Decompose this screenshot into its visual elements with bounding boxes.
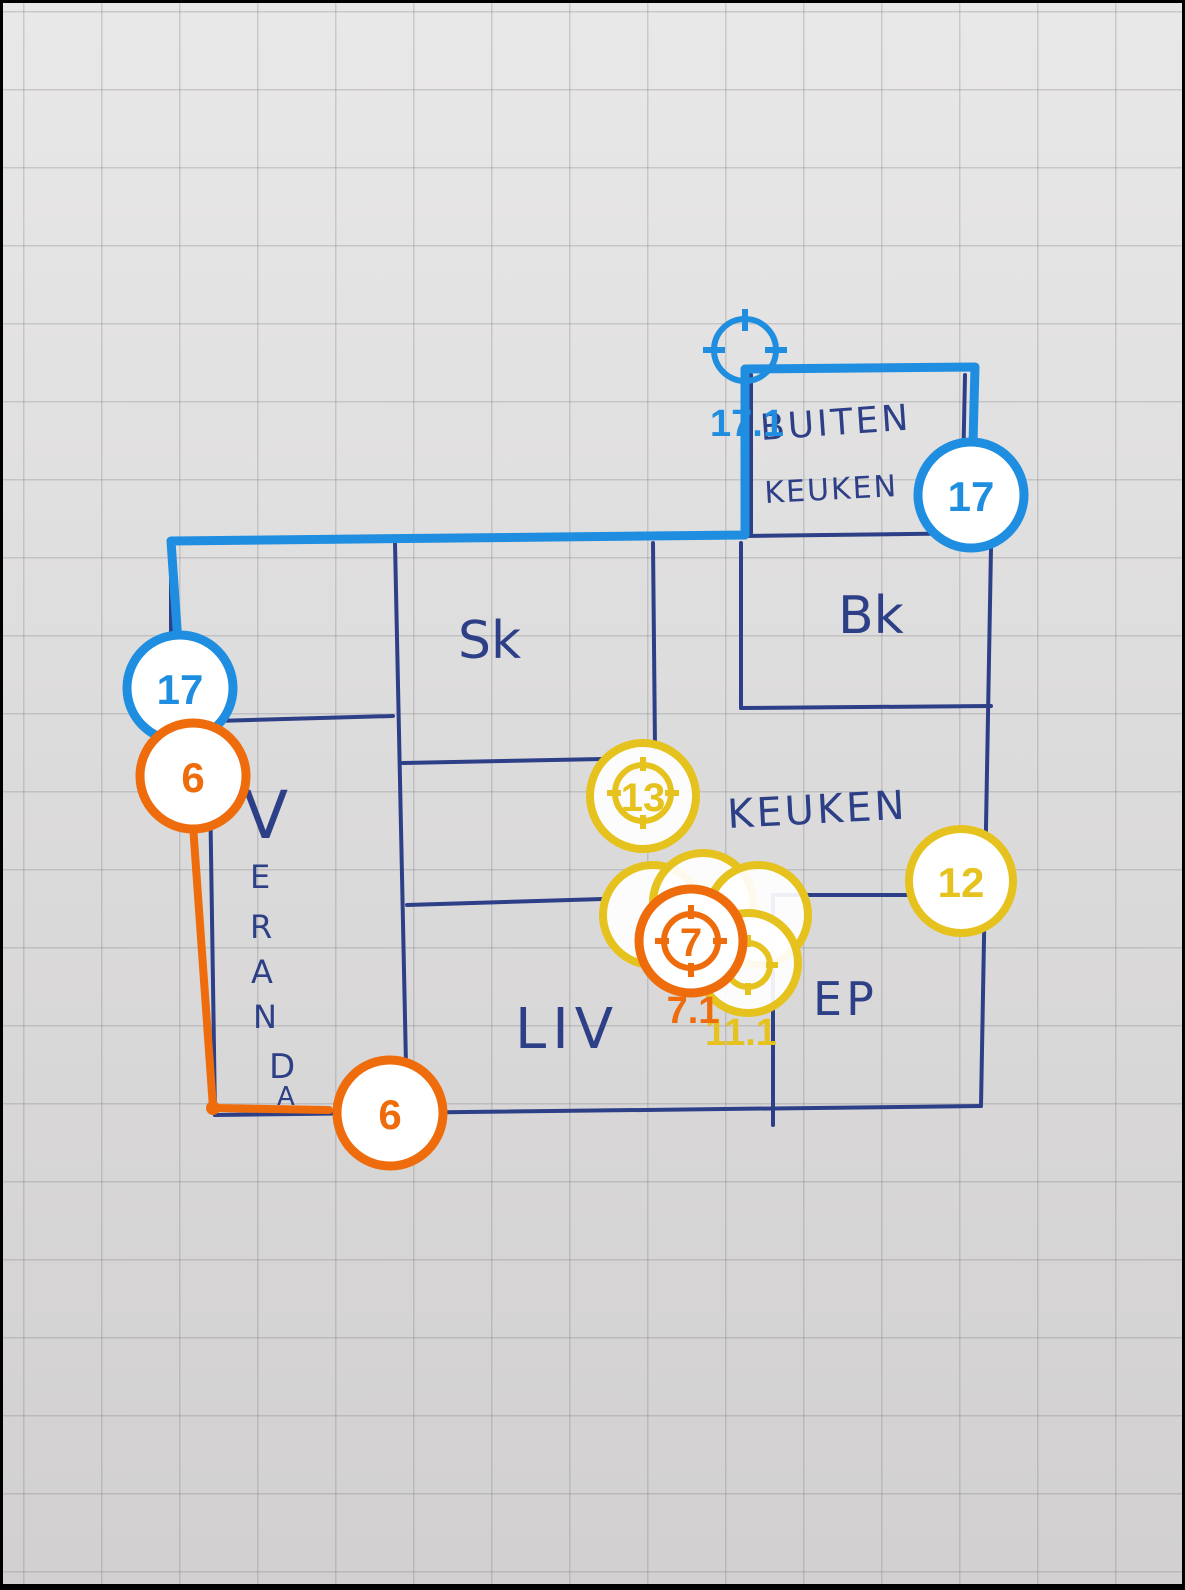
veranda-letter: R <box>250 908 272 946</box>
orange-marker-value: 6 <box>378 1091 401 1138</box>
label-keuken: KEUKEN <box>726 783 908 838</box>
floorplan-canvas[interactable]: BUITEN KEUKEN Sk Bk KEUKEN LIV EP V E R … <box>3 3 1182 1584</box>
orange-crosshair-icon <box>655 905 727 977</box>
label-sk: Sk <box>458 611 521 671</box>
yellow-marker-value: 12 <box>938 859 985 906</box>
blue-anchor-label: 17.1 <box>710 403 784 445</box>
blue-marker-value: 17 <box>157 666 204 713</box>
yellow-target-badge[interactable]: 13 <box>586 739 700 853</box>
orange-target-value: 7 <box>680 921 702 965</box>
wall-veranda-right <box>393 541 409 1115</box>
veranda-letter: E <box>250 858 270 896</box>
orange-marker-badge-bottom[interactable]: 6 <box>332 1055 448 1171</box>
veranda-letter: N <box>253 998 277 1036</box>
label-ep: EP <box>813 972 878 1026</box>
wall-sk-bottom <box>401 757 605 765</box>
orange-marker-value: 6 <box>181 754 204 801</box>
blue-measurement-line[interactable] <box>166 362 980 648</box>
wall-sk-right <box>651 541 657 750</box>
label-bk: Bk <box>838 586 904 646</box>
veranda-letter: A <box>251 953 273 991</box>
yellow-sub-label: 11.1 <box>705 1012 777 1054</box>
label-liv: LIV <box>515 997 619 1062</box>
veranda-letter: V <box>243 777 288 854</box>
orange-marker-badge-left[interactable]: 6 <box>135 718 251 834</box>
yellow-crosshair-icon <box>607 757 679 829</box>
yellow-target-value: 13 <box>621 776 666 820</box>
wall-liv-top <box>405 897 605 907</box>
room-labels: BUITEN KEUKEN Sk Bk KEUKEN LIV EP V E R … <box>243 398 913 1112</box>
wall-right <box>979 546 993 1108</box>
wall-bk-bottom <box>739 704 993 710</box>
orange-target-badge[interactable]: 7 <box>634 884 748 998</box>
wall-veranda-top <box>213 714 395 723</box>
veranda-letter: A <box>277 1082 295 1112</box>
label-veranda: V E R A N D A <box>243 777 295 1112</box>
label-keuken-top: KEUKEN <box>764 469 899 511</box>
orange-line-endpoint[interactable] <box>206 1101 220 1115</box>
blue-crosshair-icon[interactable] <box>703 309 787 391</box>
floorplan-svg: BUITEN KEUKEN Sk Bk KEUKEN LIV EP V E R … <box>122 309 1029 1171</box>
blue-marker-badge-top[interactable]: 17 <box>913 437 1029 553</box>
blue-marker-value: 17 <box>948 473 995 520</box>
veranda-letter: D <box>269 1047 295 1087</box>
orange-sub-label: 7.1 <box>667 990 720 1032</box>
yellow-marker-badge-right[interactable]: 12 <box>905 825 1017 937</box>
